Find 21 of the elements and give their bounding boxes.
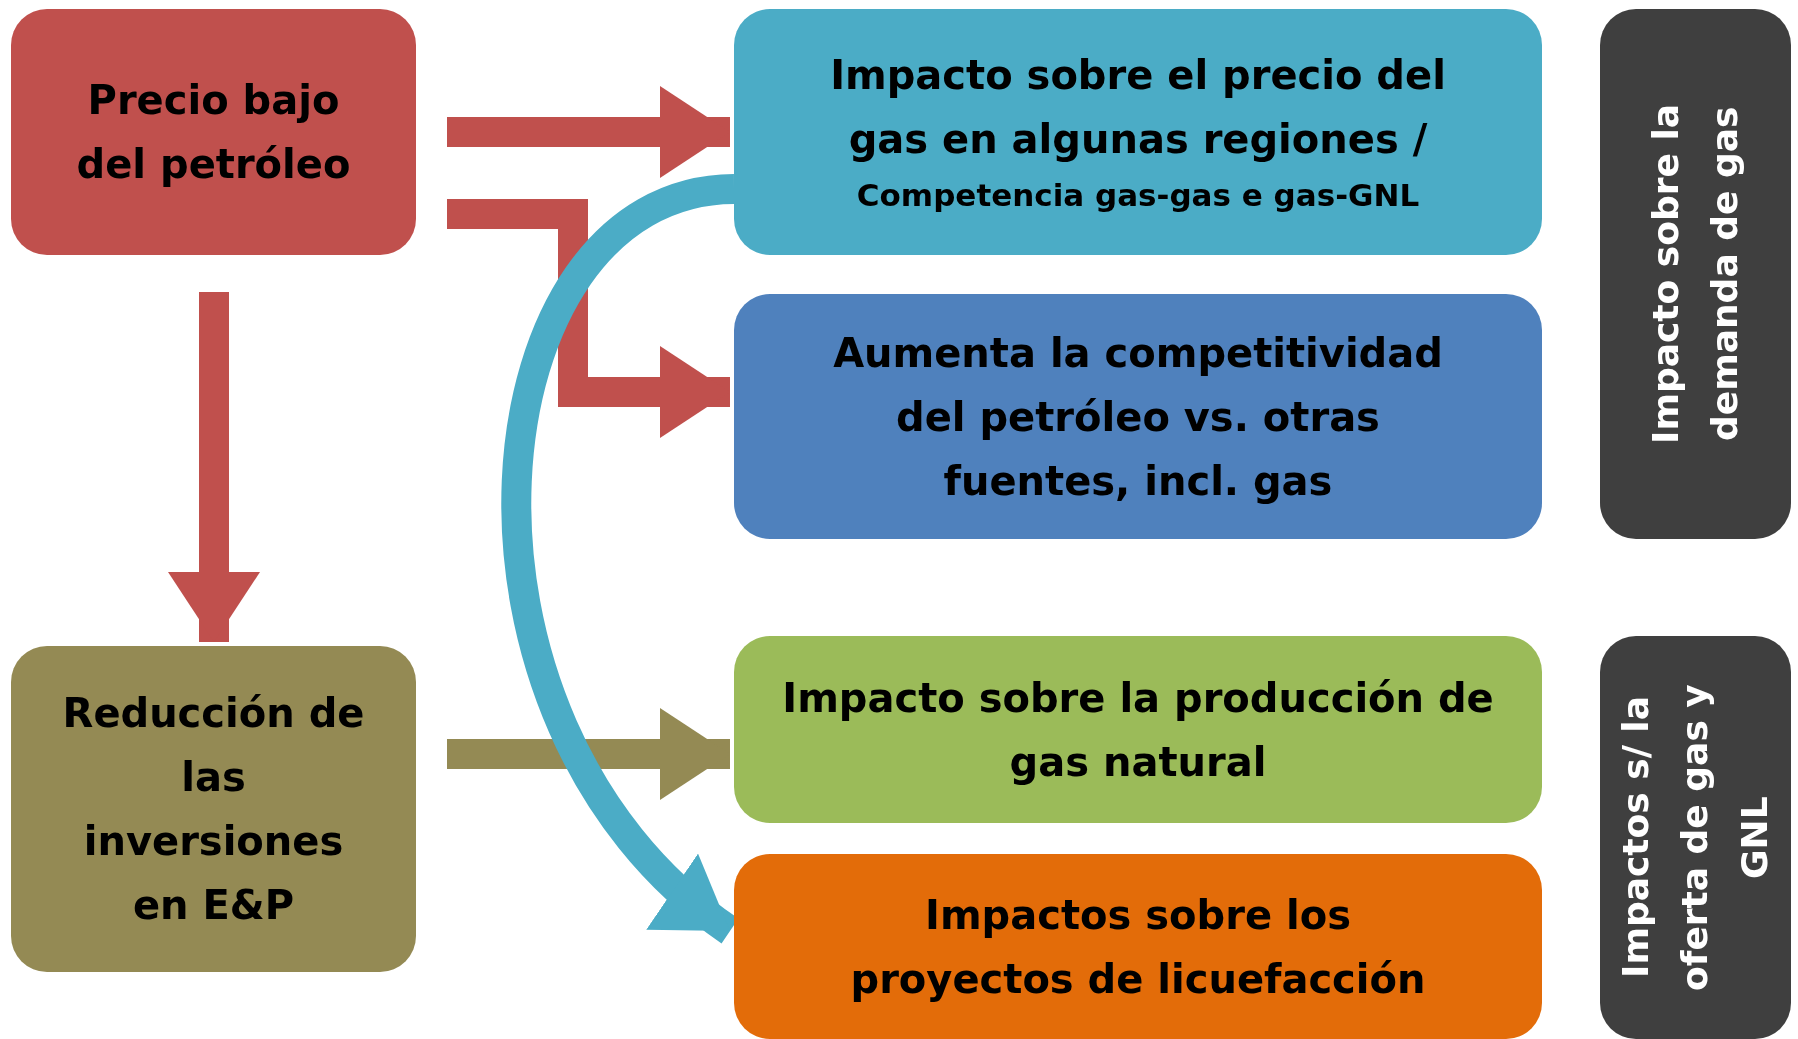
process-box [734, 9, 1542, 255]
arrow [447, 199, 730, 438]
process-box [11, 9, 416, 255]
side-label-box [1600, 636, 1791, 1039]
box-text: Impacto sobre la demanda de gas [1644, 102, 1747, 447]
arrow [168, 292, 260, 642]
process-box [11, 646, 416, 972]
box-text: Impacto sobre la producción de gas natural [781, 673, 1495, 787]
box-text: Precio bajo del petróleo [75, 76, 352, 189]
box-text: Reducción de las inversiones en E&P [61, 689, 366, 930]
box-text: Competencia gas-gas e gas-GNL [856, 176, 1420, 216]
side-label-box [1600, 9, 1791, 539]
process-box [734, 294, 1542, 539]
process-box [734, 636, 1542, 823]
box-text: Impacto sobre el precio del gas en algunas regiones / [829, 51, 1447, 165]
arrow [447, 708, 730, 800]
box-text: Aumenta la competitividad del petróleo vs. otras fuentes, incl. gas [832, 328, 1444, 506]
process-box [734, 854, 1542, 1039]
box-text: Impactos s/ la oferta de gas y GNL [1614, 683, 1777, 993]
box-text: Impactos sobre los proyectos de licuefacción [849, 890, 1427, 1004]
arrow [447, 86, 730, 178]
